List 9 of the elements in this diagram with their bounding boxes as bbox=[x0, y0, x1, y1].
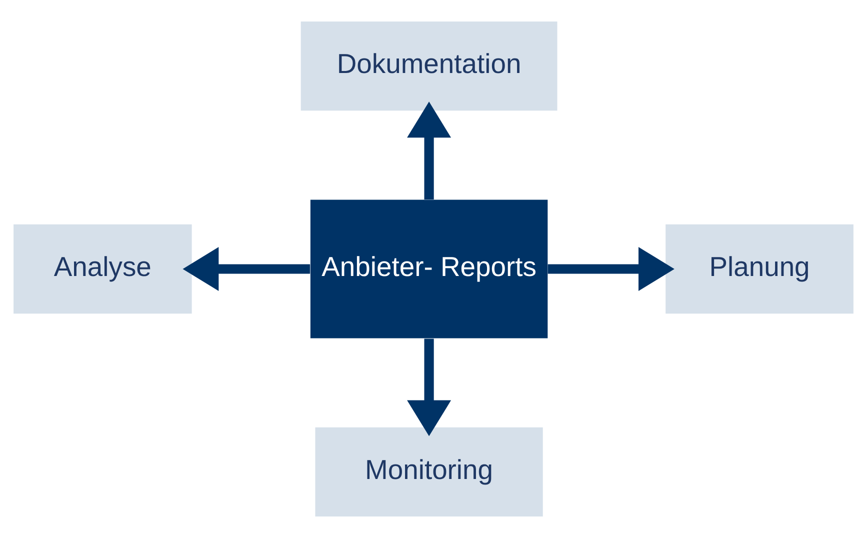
node-box: Anbieter- Reports bbox=[310, 199, 548, 338]
arrow bbox=[407, 338, 452, 436]
node-box: Dokumentation bbox=[300, 20, 558, 110]
node-box: Analyse bbox=[14, 224, 192, 314]
node-box: Monitoring bbox=[315, 426, 543, 516]
arrow bbox=[548, 246, 674, 290]
node-box: Planung bbox=[666, 224, 854, 314]
arrow bbox=[182, 246, 310, 290]
arrow bbox=[407, 101, 452, 199]
